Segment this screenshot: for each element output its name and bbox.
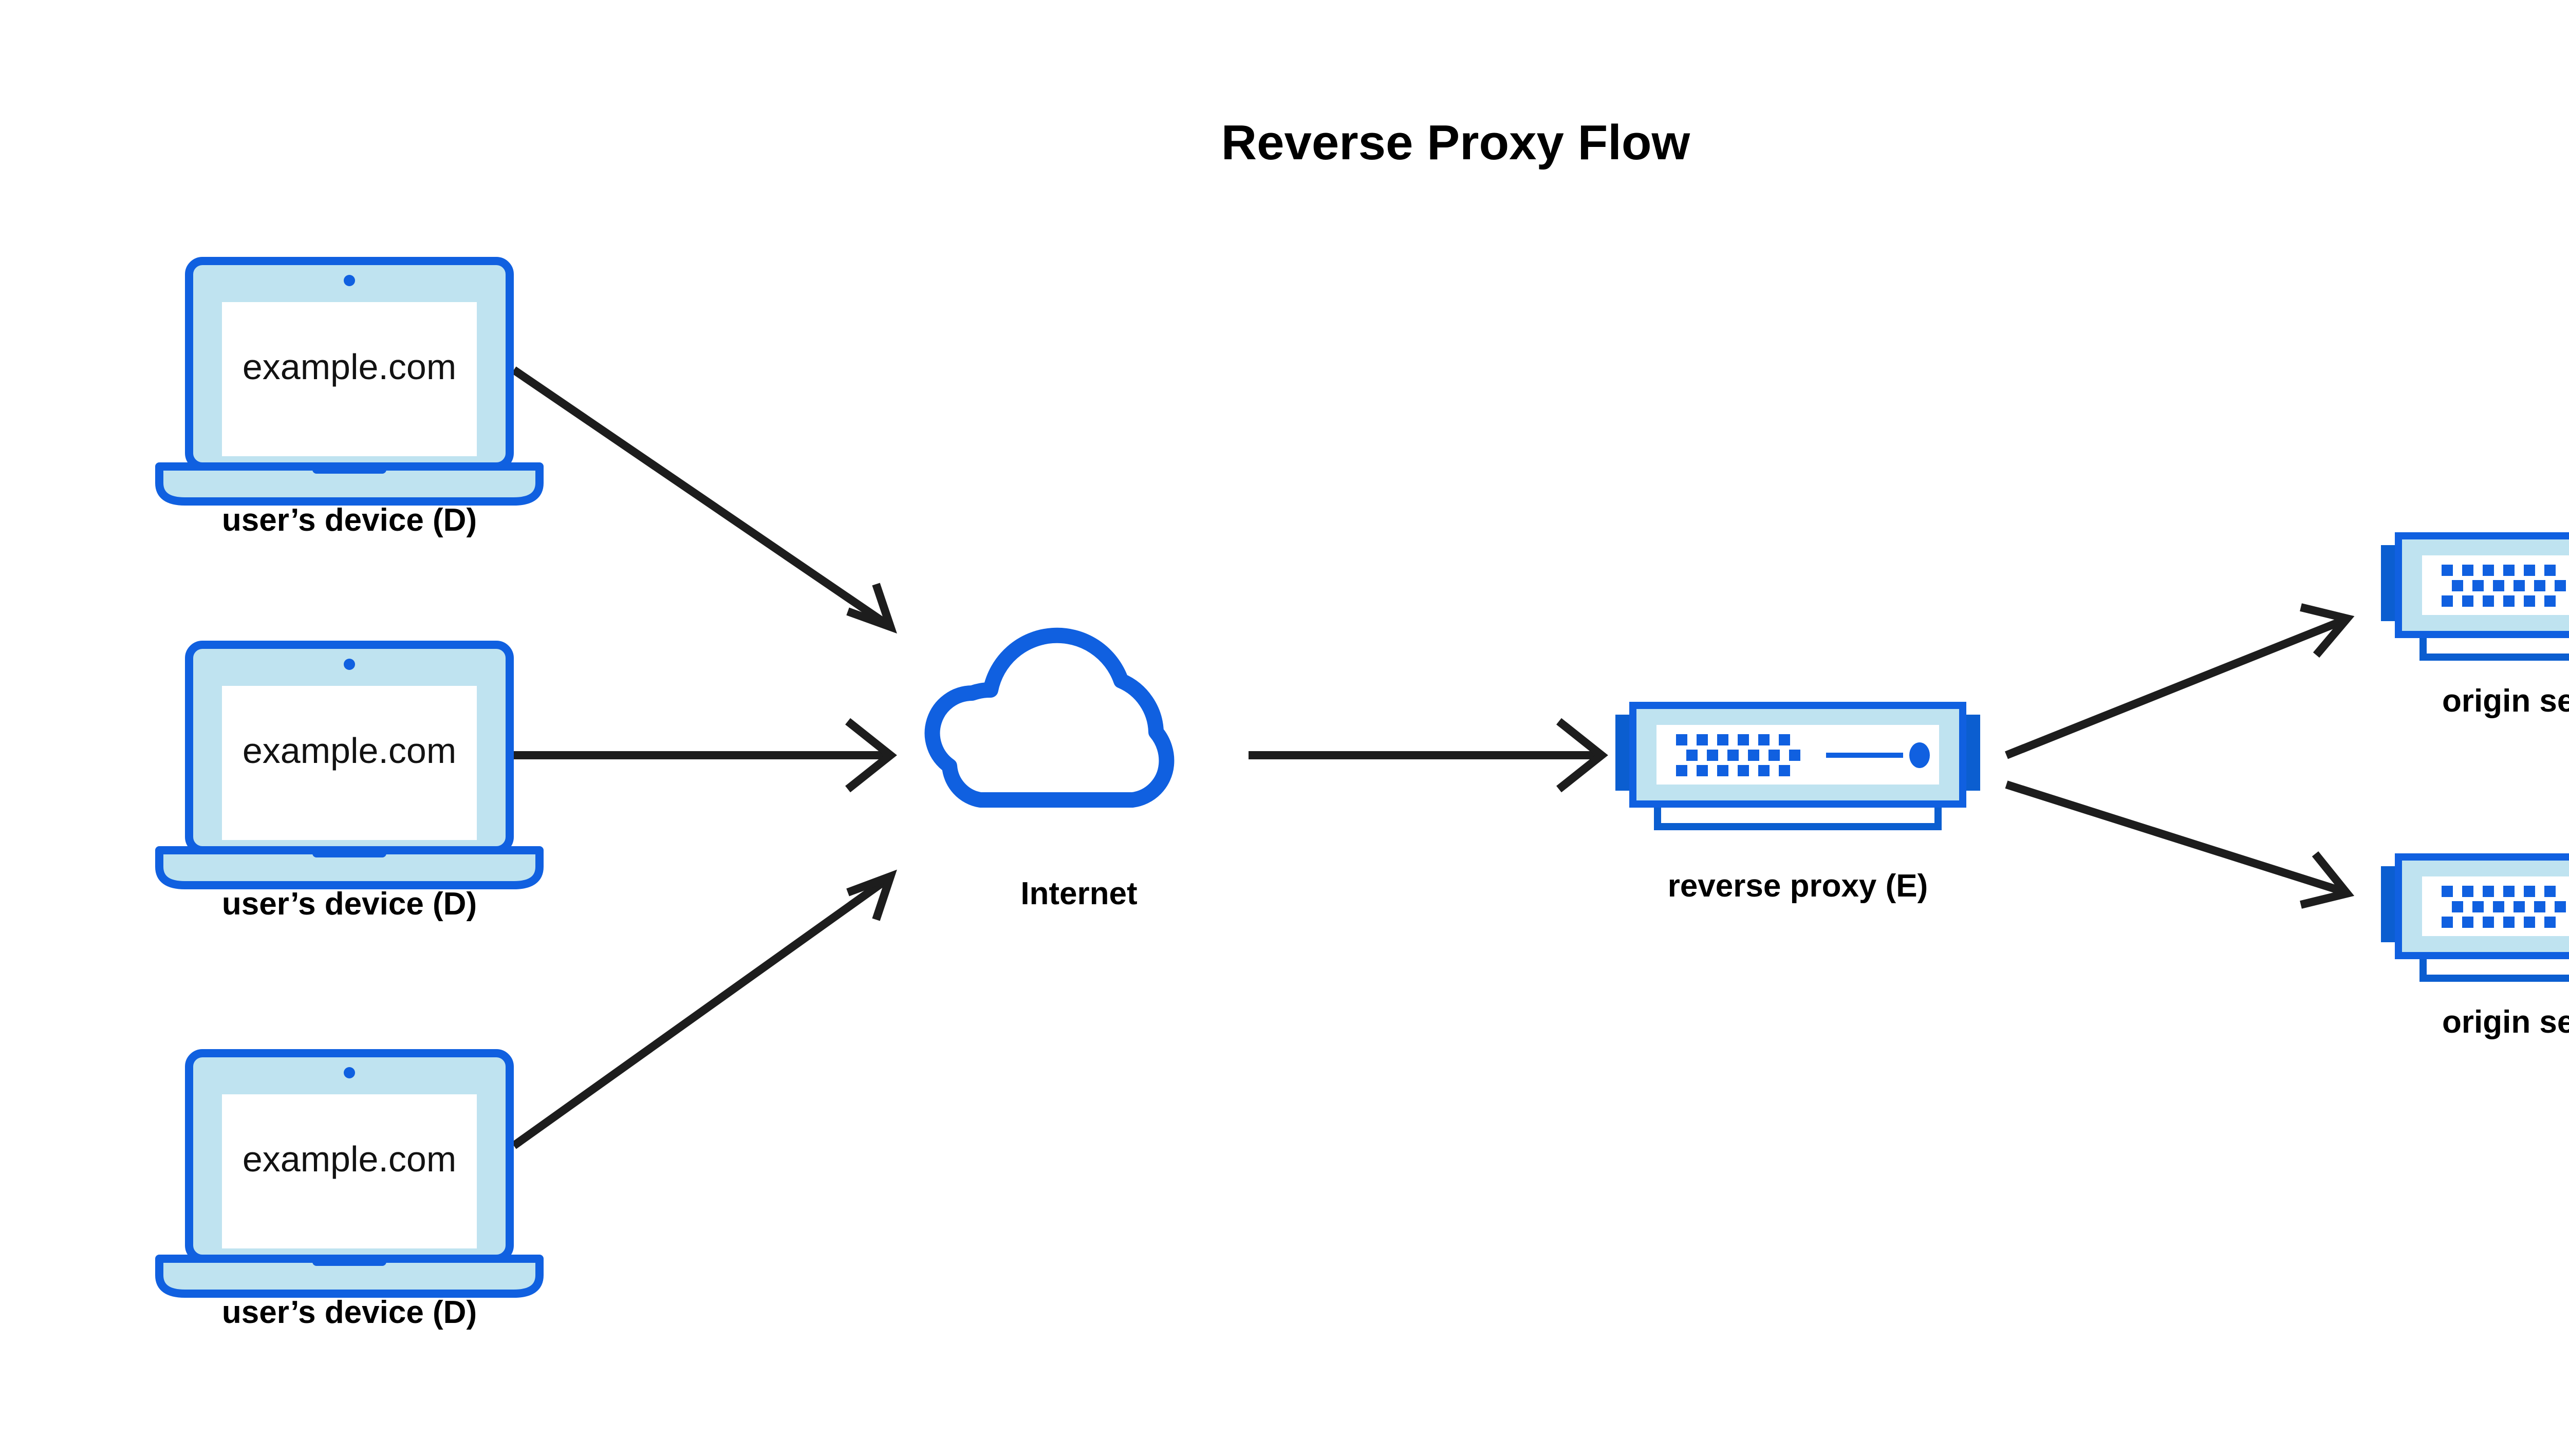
page-title: Reverse Proxy Flow <box>1221 115 1690 170</box>
node-internet[interactable]: Internet <box>933 636 1167 911</box>
node-origin-server-1[interactable]: origin server (F) <box>2381 536 2569 719</box>
device-screen-text: example.com <box>243 731 456 771</box>
edge-device3-to-internet <box>511 869 897 1149</box>
node-label-origin-server-2: origin server (F) <box>2442 1004 2569 1040</box>
edge-device2-to-internet <box>509 718 897 793</box>
device-screen-text: example.com <box>243 347 456 387</box>
server-icon <box>2381 857 2569 978</box>
server-icon <box>1615 705 1980 827</box>
edge-layer <box>509 366 2355 1149</box>
node-reverse-proxy[interactable]: reverse proxy (E) <box>1615 705 1980 904</box>
node-label-internet: Internet <box>1020 876 1137 911</box>
node-label-user-device-1: user’s device (D) <box>222 502 477 538</box>
node-user-device-1[interactable]: example.com user’s device (D) <box>159 261 539 538</box>
cloud-icon <box>933 636 1167 800</box>
device-screen-text: example.com <box>243 1139 456 1179</box>
node-label-reverse-proxy: reverse proxy (E) <box>1668 868 1928 904</box>
node-label-origin-server-1: origin server (F) <box>2442 683 2569 719</box>
node-origin-server-2[interactable]: origin server (F) <box>2381 857 2569 1040</box>
edge-proxy-to-origin2 <box>2005 780 2355 909</box>
node-user-device-3[interactable]: example.com user’s device (D) <box>159 1053 539 1330</box>
node-label-user-device-3: user’s device (D) <box>222 1295 477 1330</box>
edge-proxy-to-origin1 <box>2005 603 2355 759</box>
edge-device1-to-internet <box>511 366 897 634</box>
node-user-device-2[interactable]: example.com user’s device (D) <box>159 645 539 922</box>
server-icon <box>2381 536 2569 657</box>
node-label-user-device-2: user’s device (D) <box>222 886 477 922</box>
edge-internet-to-proxy <box>1249 718 1608 793</box>
